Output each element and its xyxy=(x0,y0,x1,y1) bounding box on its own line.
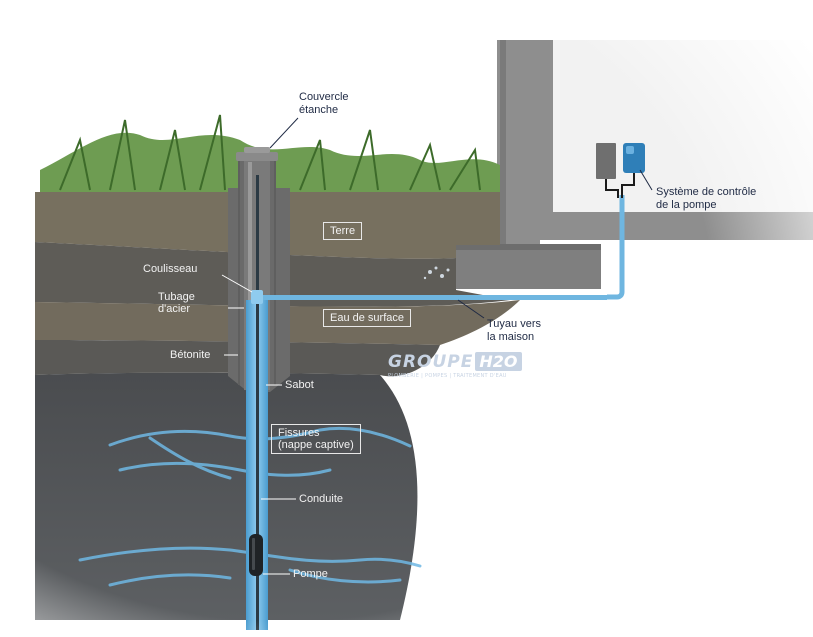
label-couvercle-line1: Couvercle xyxy=(299,91,349,103)
label-tuyau-line1: Tuyau vers xyxy=(487,318,542,330)
label-systeme-line1: Système de contrôle xyxy=(656,186,757,198)
label-eau-surface: Eau de surface xyxy=(323,309,411,327)
leader-lines xyxy=(221,117,653,575)
label-terre: Terre xyxy=(323,222,363,240)
label-coulisseau: Coulisseau xyxy=(143,263,198,275)
label-fissures: Fissures (nappe captive) xyxy=(271,424,361,454)
logo-text: GROUPE xyxy=(388,352,474,372)
label-tuyau-line2: la maison xyxy=(487,331,535,343)
label-pompe: Pompe xyxy=(293,568,328,580)
label-systeme-line2: de la pompe xyxy=(656,199,717,211)
label-betonite: Bétonite xyxy=(170,349,211,361)
label-fissures-line1: Fissures xyxy=(278,427,320,439)
logo-tagline: PLOMBERIE | POMPES | TRAITEMENT D'EAU xyxy=(388,373,507,379)
label-couvercle-line2: étanche xyxy=(299,104,339,116)
label-tubage-line2: d'acier xyxy=(158,303,191,315)
label-sabot: Sabot xyxy=(285,379,314,391)
logo-h2o: H2O xyxy=(475,352,522,371)
label-tubage-line1: Tubage xyxy=(158,291,195,303)
label-fissures-line2: (nappe captive) xyxy=(278,439,354,451)
label-conduite: Conduite xyxy=(299,493,344,505)
